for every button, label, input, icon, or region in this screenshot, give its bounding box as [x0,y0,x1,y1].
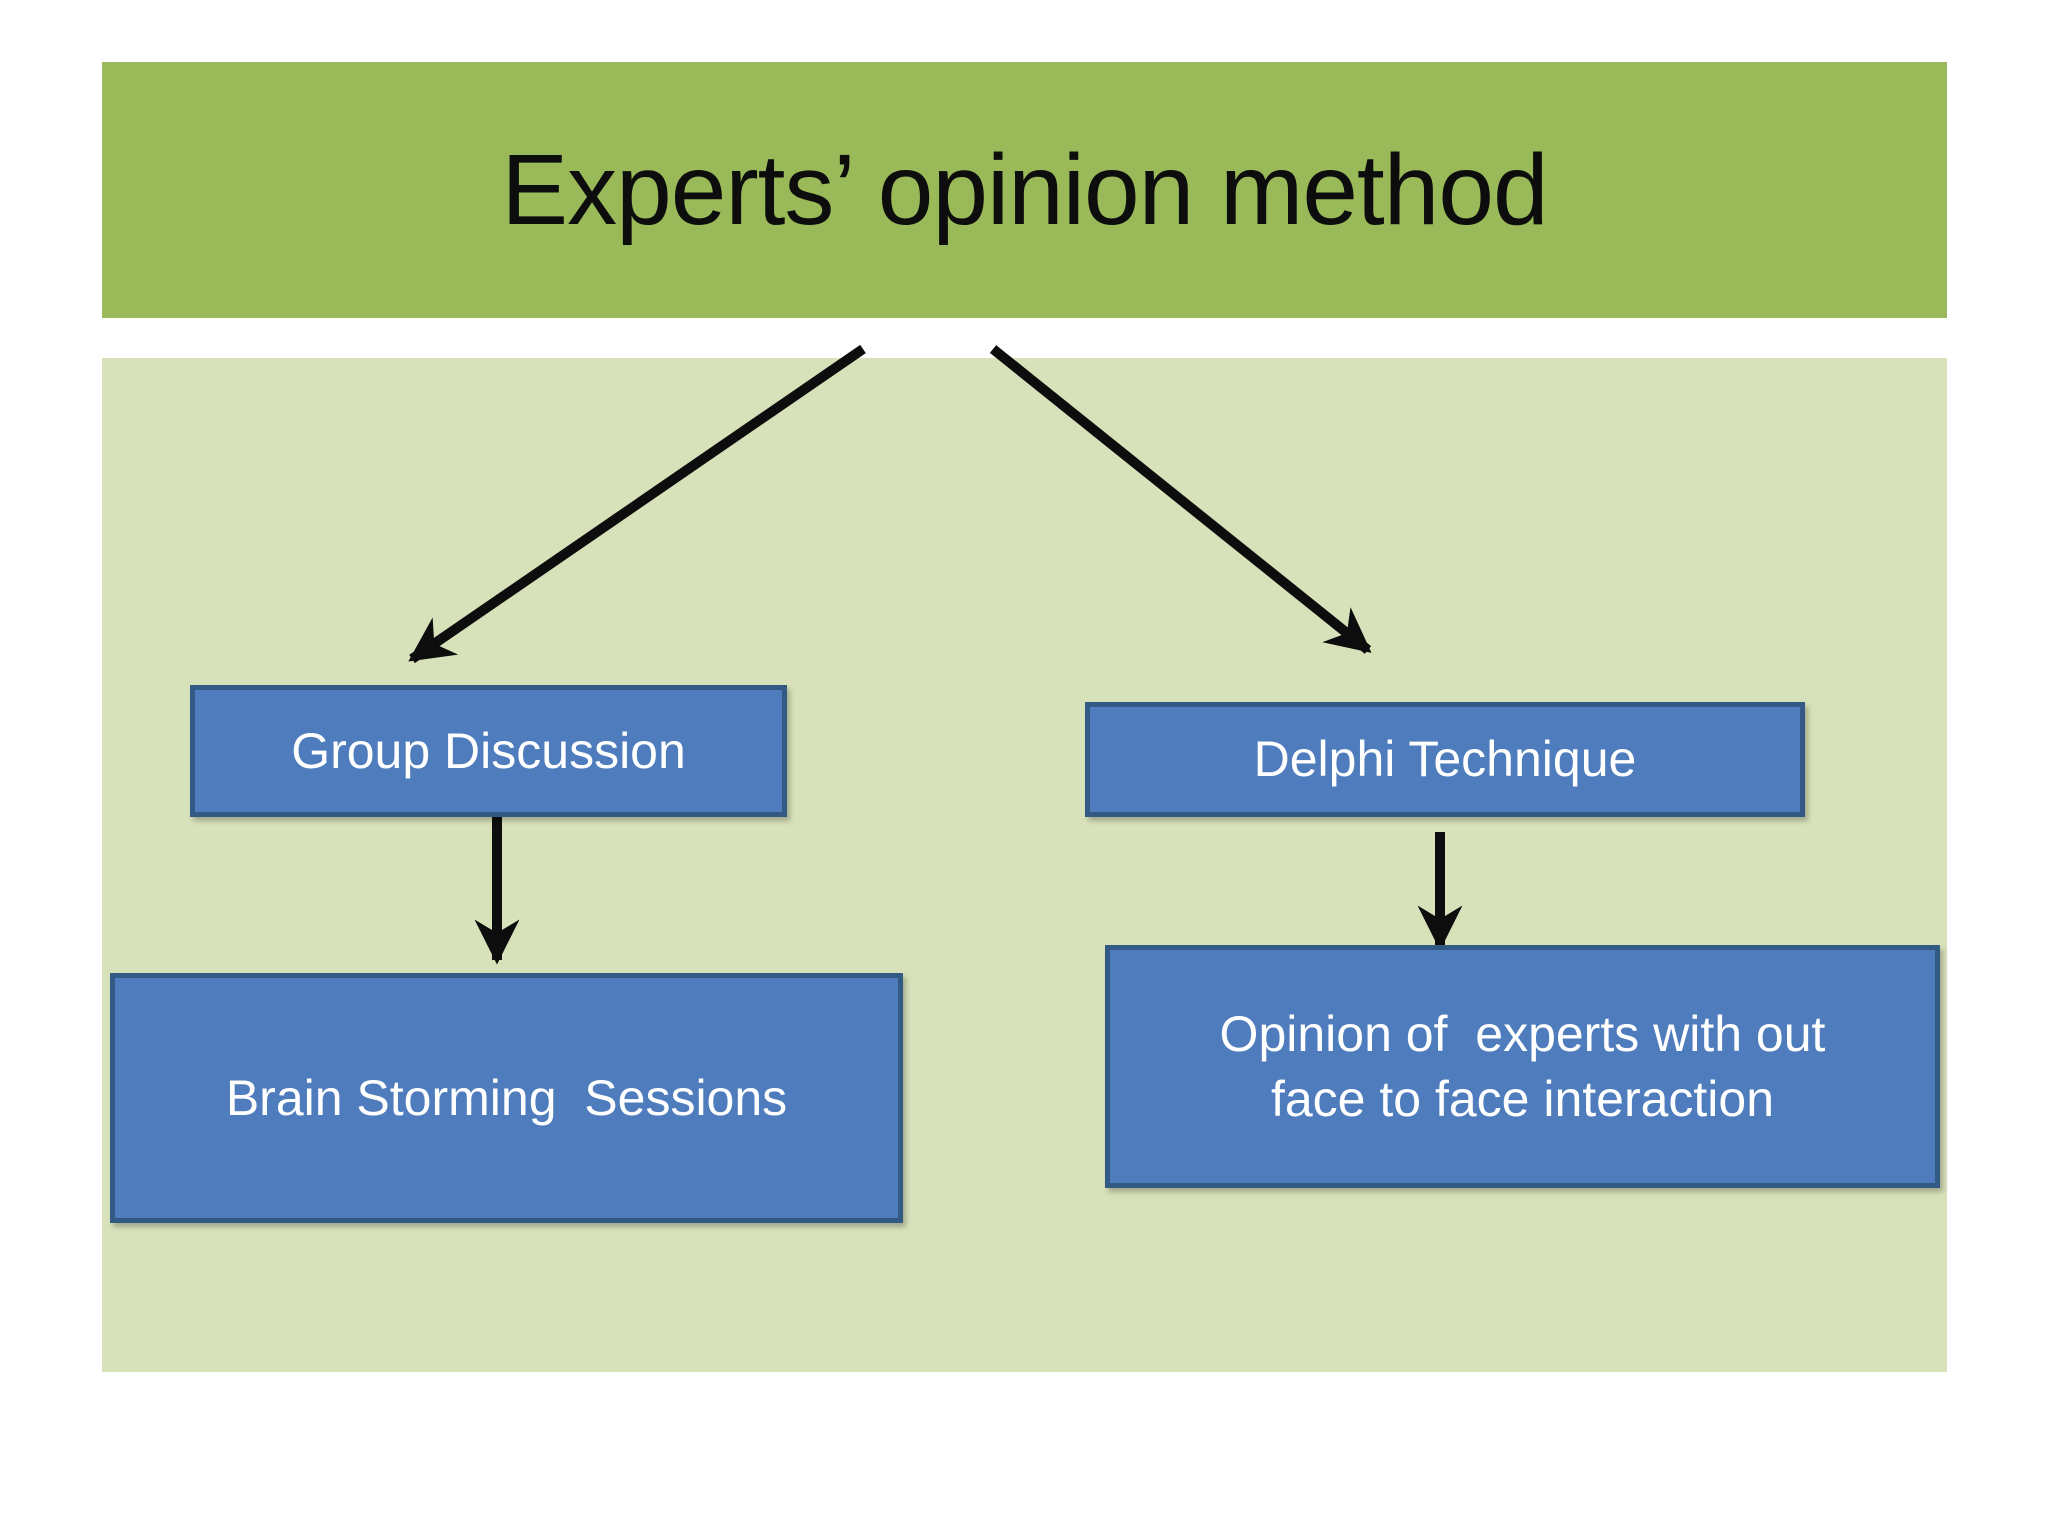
node-opinion-of-experts: Opinion of experts with out face to face… [1105,945,1940,1188]
node-brain-storming-sessions: Brain Storming Sessions [110,973,903,1223]
node-delphi-technique: Delphi Technique [1085,702,1805,817]
node-delphi-technique-label: Delphi Technique [1253,731,1637,787]
node-opinion-of-experts-label: Opinion of experts with out face to face… [1219,1005,1826,1127]
node-group-discussion-label: Group Discussion [291,722,686,779]
node-brain-storming-sessions-label: Brain Storming Sessions [225,1069,788,1126]
slide-title: Experts’ opinion method [501,133,1548,246]
title-banner: Experts’ opinion method [102,62,1947,318]
node-group-discussion: Group Discussion [190,685,787,817]
